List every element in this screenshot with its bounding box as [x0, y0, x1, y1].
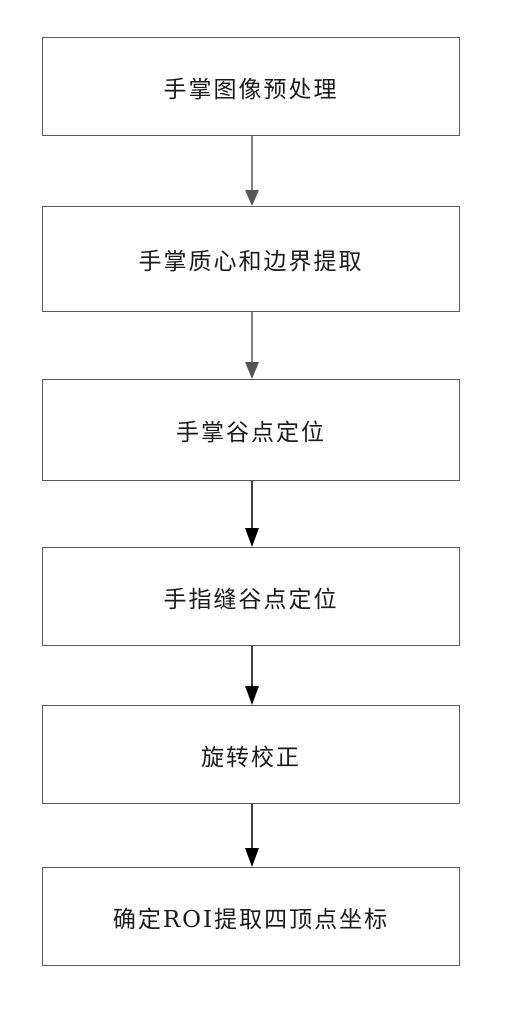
arrow-5 — [245, 804, 259, 867]
arrow-4 — [245, 646, 259, 705]
arrow-2 — [245, 312, 259, 379]
step-label: 确定ROI提取四顶点坐标 — [112, 906, 390, 933]
step-label: 手掌质心和边界提取 — [138, 249, 364, 275]
step-label: 旋转校正 — [201, 744, 301, 771]
step-roi-vertex-coordinates: 确定ROI提取四顶点坐标 — [42, 867, 460, 966]
arrow-1 — [245, 136, 259, 206]
arrow-3 — [245, 481, 259, 547]
step-label: 手掌谷点定位 — [176, 420, 326, 446]
step-centroid-boundary-extraction: 手掌质心和边界提取 — [42, 206, 460, 312]
step-rotation-correction: 旋转校正 — [42, 705, 460, 804]
step-label: 手掌图像预处理 — [163, 76, 339, 103]
step-label: 手指缝谷点定位 — [163, 586, 339, 613]
step-finger-gap-valley-localization: 手指缝谷点定位 — [42, 547, 460, 646]
step-preprocessing: 手掌图像预处理 — [42, 37, 460, 136]
step-palm-valley-localization: 手掌谷点定位 — [42, 379, 460, 481]
